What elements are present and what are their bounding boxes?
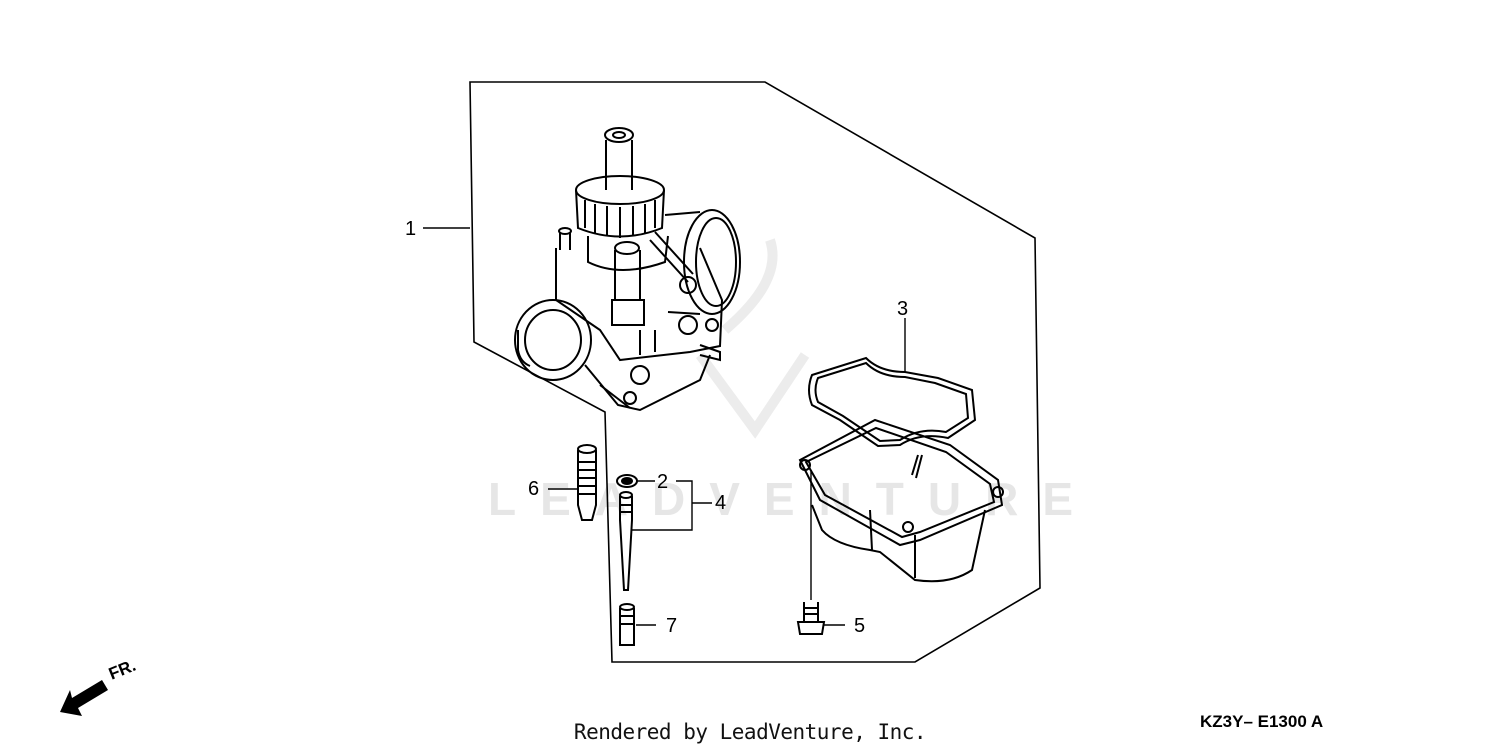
main-jet bbox=[619, 603, 635, 646]
callout-4[interactable]: 4 bbox=[715, 492, 727, 514]
diagram-code: KZ3Y– E1300 A bbox=[1200, 712, 1324, 731]
leader-lines bbox=[423, 227, 906, 626]
callout-2[interactable]: 2 bbox=[657, 471, 669, 493]
assembly-boundary bbox=[469, 81, 1041, 663]
callout-7[interactable]: 7 bbox=[666, 615, 678, 637]
carburetor-body bbox=[514, 127, 741, 412]
jet-needle bbox=[619, 491, 633, 591]
footer-credit: Rendered by LeadVenture, Inc. bbox=[573, 720, 927, 744]
callout-1[interactable]: 1 bbox=[405, 218, 417, 240]
float-bowl-gasket bbox=[808, 356, 977, 448]
callout-5[interactable]: 5 bbox=[854, 615, 866, 637]
bowl-screw bbox=[796, 470, 826, 635]
callout-6[interactable]: 6 bbox=[528, 478, 540, 500]
needle-jet bbox=[577, 444, 597, 521]
needle-clip bbox=[616, 474, 638, 488]
callout-3[interactable]: 3 bbox=[897, 298, 909, 320]
front-arrow-icon bbox=[60, 680, 108, 716]
float-bowl bbox=[798, 418, 1004, 583]
watermark-logo bbox=[695, 238, 810, 439]
